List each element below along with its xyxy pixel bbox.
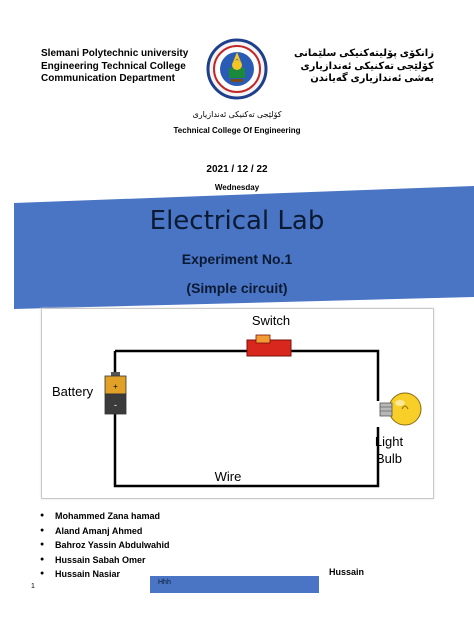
circuit-diagram: Switch + - Battery Light Bulb Wire — [41, 308, 434, 499]
battery-label: Battery — [52, 384, 94, 399]
wire-label: Wire — [215, 469, 242, 484]
title-banner — [14, 186, 474, 309]
institution-line-3: Communication Department — [41, 73, 175, 84]
battery-icon: + - — [104, 372, 127, 415]
institution-kurdish: زانکۆی پۆلیتەکنیکی سلێمانی کۆلێجی تەکنیک… — [294, 48, 434, 86]
university-logo — [206, 38, 268, 100]
student-list: Mohammed Zana hamad Aland Amanj Ahmed Ba… — [40, 509, 170, 582]
list-item: Mohammed Zana hamad — [40, 509, 170, 524]
institution-line-2: Engineering Technical College — [41, 60, 186, 72]
light-label: Light — [375, 434, 404, 449]
institution-english: Slemani Polytechnic university Engineeri… — [41, 48, 188, 86]
list-item: Hussain Nasiar — [40, 567, 170, 582]
institution-ku-line-2: کۆلێجی تەکنیکی ئەندازیاری — [300, 60, 434, 72]
institution-ku-line-3: بەشی ئەندازیاری گەیاندن — [310, 73, 434, 84]
svg-text:-: - — [114, 400, 117, 410]
switch-label: Switch — [252, 313, 290, 328]
circuit-drawing: Switch + - Battery Light Bulb Wire — [52, 313, 422, 488]
switch-icon — [246, 334, 292, 357]
light-bulb-icon — [379, 392, 422, 426]
bulb-label: Bulb — [376, 451, 402, 466]
document-title: Electrical Lab — [149, 206, 325, 236]
experiment-subtitle: (Simple circuit) — [186, 280, 288, 296]
list-item: Bahroz Yassin Abdulwahid — [40, 538, 170, 553]
college-name-english: Technical College Of Engineering — [173, 126, 301, 135]
institution-line-1: Slemani Polytechnic university — [41, 48, 189, 59]
college-name-kurdish: کۆلێجی تەکنیکی ئەندازیاری — [192, 110, 282, 119]
list-item: Hussain Sabah Omer — [40, 553, 170, 568]
institution-ku-line-1: زانکۆی پۆلیتەکنیکی سلێمانی — [294, 48, 434, 59]
list-item: Aland Amanj Ahmed — [40, 524, 170, 539]
footer-text-box-label: Hhh — [158, 579, 171, 586]
svg-text:+: + — [113, 382, 118, 391]
trailing-name: Hussain — [329, 567, 365, 577]
top-wire — [115, 349, 380, 401]
footer-text-box: Hhh — [150, 576, 319, 593]
bottom-wire — [113, 414, 380, 488]
experiment-number: Experiment No.1 — [181, 251, 293, 267]
report-date: 2021 / 12 / 22 — [206, 164, 268, 175]
report-weekday: Wednesday — [214, 183, 260, 192]
page-number: 1 — [31, 583, 35, 590]
